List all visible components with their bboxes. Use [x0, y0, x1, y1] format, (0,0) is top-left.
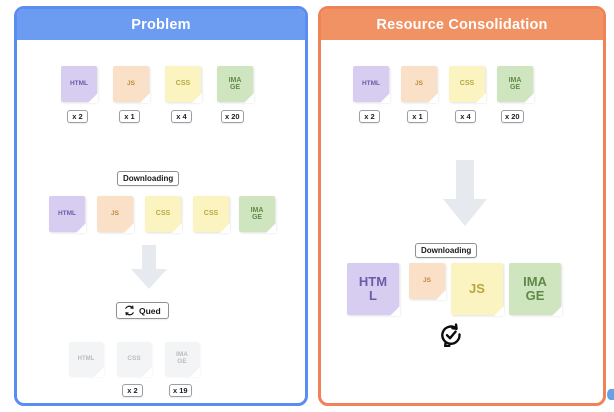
badge-css-count: x 4 — [455, 110, 476, 123]
card-css: CSS — [449, 66, 486, 103]
label-downloading: Downloading — [415, 243, 478, 258]
card-downloading-css-2: CSS — [193, 196, 230, 233]
arrow-down-resource — [443, 160, 487, 226]
badge-html-count: x 2 — [67, 110, 88, 123]
label-queued: Qued — [116, 302, 169, 319]
badge-queued-image-count: x 19 — [169, 384, 192, 397]
card-css: CSS — [165, 66, 202, 103]
badge-image-count: x 20 — [501, 110, 524, 123]
card-html: HTML — [61, 66, 98, 103]
badge-image-count: x 20 — [221, 110, 244, 123]
badge-css-count: x 4 — [171, 110, 192, 123]
card-consolidated-js-large: JS — [451, 263, 504, 316]
panel-resource-title: Resource Consolidation — [321, 9, 603, 40]
badge-queued-css-count: x 2 — [122, 384, 143, 397]
card-image: IMAGE — [217, 66, 254, 103]
badge-js-count: x 1 — [407, 110, 428, 123]
panel-problem-body: HTML JS CSS IMAGE x 2 x 1 x 4 x 20 Downl… — [17, 40, 305, 403]
card-image: IMAGE — [497, 66, 534, 103]
card-js: JS — [113, 66, 150, 103]
card-js: JS — [401, 66, 438, 103]
label-downloading: Downloading — [117, 171, 180, 186]
card-consolidated-html: HTML — [347, 263, 400, 316]
card-queued-css: CSS — [117, 342, 152, 377]
card-downloading-html: HTML — [49, 196, 86, 233]
card-downloading-css-1: CSS — [145, 196, 182, 233]
card-downloading-image: IMAGE — [239, 196, 276, 233]
arrow-down-problem — [131, 245, 167, 289]
panel-resource-body: HTML JS CSS IMAGE x 2 x 1 x 4 x 20 Downl… — [321, 40, 603, 403]
panel-problem-title: Problem — [17, 9, 305, 40]
card-consolidated-image: IMAGE — [509, 263, 562, 316]
panel-resource-consolidation: Resource Consolidation HTML JS CSS IMAGE… — [318, 6, 606, 406]
label-queued-text: Qued — [139, 305, 161, 316]
sync-icon — [124, 305, 135, 316]
badge-js-count: x 1 — [119, 110, 140, 123]
card-consolidated-js-small: JS — [409, 263, 446, 300]
card-queued-html: HTML — [69, 342, 104, 377]
card-queued-image: IMAGE — [165, 342, 200, 377]
cursor-fragment — [607, 389, 614, 400]
badge-html-count: x 2 — [359, 110, 380, 123]
panel-problem: Problem HTML JS CSS IMAGE x 2 x 1 x 4 x … — [14, 6, 308, 406]
card-html: HTML — [353, 66, 390, 103]
card-downloading-js: JS — [97, 196, 134, 233]
sync-check-icon — [439, 323, 463, 348]
